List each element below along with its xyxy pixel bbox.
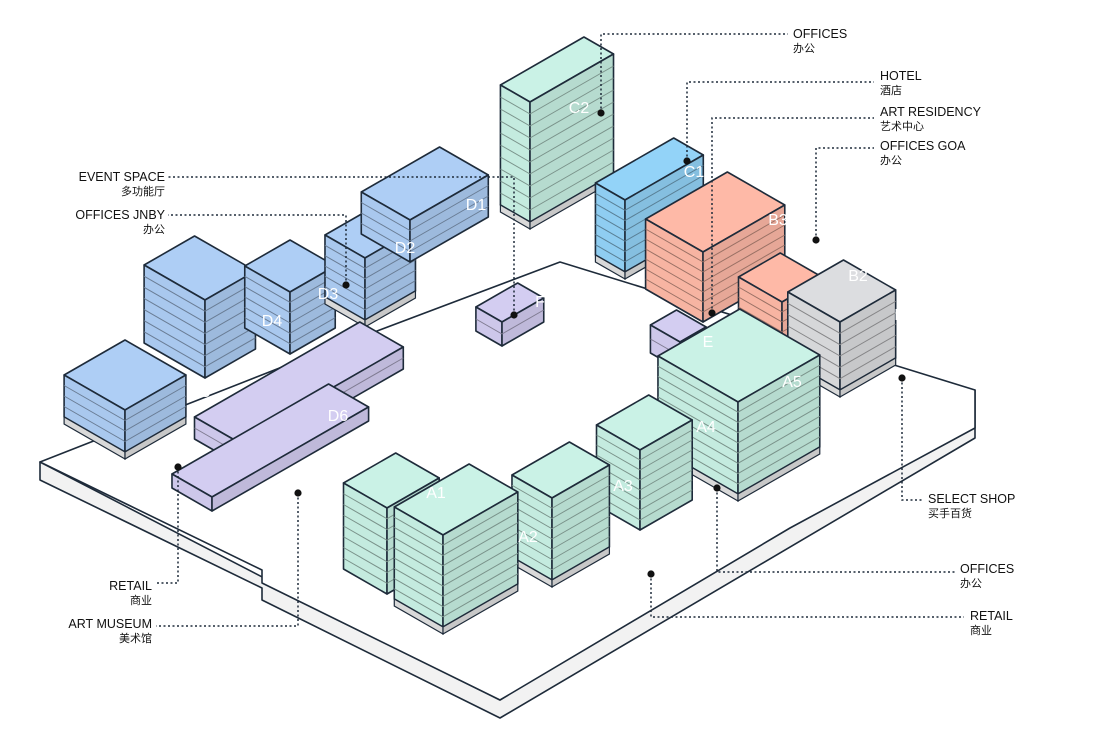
building-label-b1: B1 [894, 307, 914, 324]
annotation-zh-label: 办公 [793, 42, 815, 55]
building-label-d5: D5 [190, 384, 211, 401]
annotation-zh-label: 商业 [970, 623, 992, 637]
annotation-en-label: OFFICES JNBY [75, 208, 165, 222]
leader-dot [683, 157, 691, 165]
leader-dot [708, 309, 716, 317]
leader-dot [510, 311, 518, 319]
building-label-c2: C2 [569, 100, 590, 117]
building-d3 [243, 239, 337, 355]
building-label-c1: C1 [684, 164, 705, 181]
building-d4 [143, 235, 257, 379]
annotation-zh-label: 买手百货 [928, 506, 972, 520]
annotation-en-label: EVENT SPACE [79, 170, 165, 184]
building-label-d2: D2 [395, 240, 416, 257]
building-g [171, 383, 370, 512]
annotation-zh-label: 商业 [130, 593, 152, 607]
leader-dot [812, 236, 820, 244]
annotation-en-label: RETAIL [970, 609, 1013, 623]
annotation-zh-label: 艺术中心 [880, 120, 924, 133]
building-d5 [63, 339, 187, 461]
building-a3 [511, 441, 611, 589]
leader-dot [898, 374, 906, 382]
annotation-en-label: OFFICES GOA [880, 139, 966, 153]
annotation-zh-label: 多功能厅 [121, 184, 165, 198]
building-label-d3: D3 [318, 286, 339, 303]
annotation-zh-label: 办公 [960, 577, 982, 590]
leader-dot [342, 281, 350, 289]
leader-dot [647, 570, 655, 578]
leader-dot [597, 109, 605, 117]
annotation-en-label: ART RESIDENCY [880, 105, 982, 119]
building-label-a3: A3 [613, 478, 633, 495]
annotation-en-label: RETAIL [109, 579, 152, 593]
annotation-en-label: OFFICES [960, 562, 1014, 576]
building-label-f: F [535, 294, 545, 311]
building-label-g: G [274, 479, 286, 496]
annotation-en-label: SELECT SHOP [928, 492, 1015, 506]
leader-dot [713, 484, 721, 492]
building-label-d4: D4 [262, 313, 283, 330]
annotation-zh-label: 办公 [143, 223, 165, 236]
building-label-b3: B3 [768, 212, 788, 229]
building-f [475, 282, 545, 347]
annotation-zh-label: 办公 [880, 154, 902, 167]
annotation-en-label: HOTEL [880, 69, 922, 83]
building-label-a4: A4 [696, 419, 716, 436]
building-label-d6: D6 [328, 408, 349, 425]
annotation-zh-label: 美术馆 [119, 631, 152, 645]
building-label-a5: A5 [782, 374, 802, 391]
annotation-en-label: OFFICES [793, 27, 847, 41]
leader-dot [294, 489, 302, 497]
annotation-zh-label: 酒店 [880, 83, 902, 97]
building-label-b2: B2 [848, 268, 868, 285]
building-label-d1: D1 [466, 197, 487, 214]
building-label-e: E [703, 334, 714, 351]
annotation-en-label: ART MUSEUM [68, 617, 152, 631]
building-label-a1: A1 [426, 485, 446, 502]
building-label-a2: A2 [518, 529, 538, 546]
leader-dot [174, 463, 182, 471]
building-d1 [360, 146, 490, 263]
building-a2 [393, 463, 519, 636]
